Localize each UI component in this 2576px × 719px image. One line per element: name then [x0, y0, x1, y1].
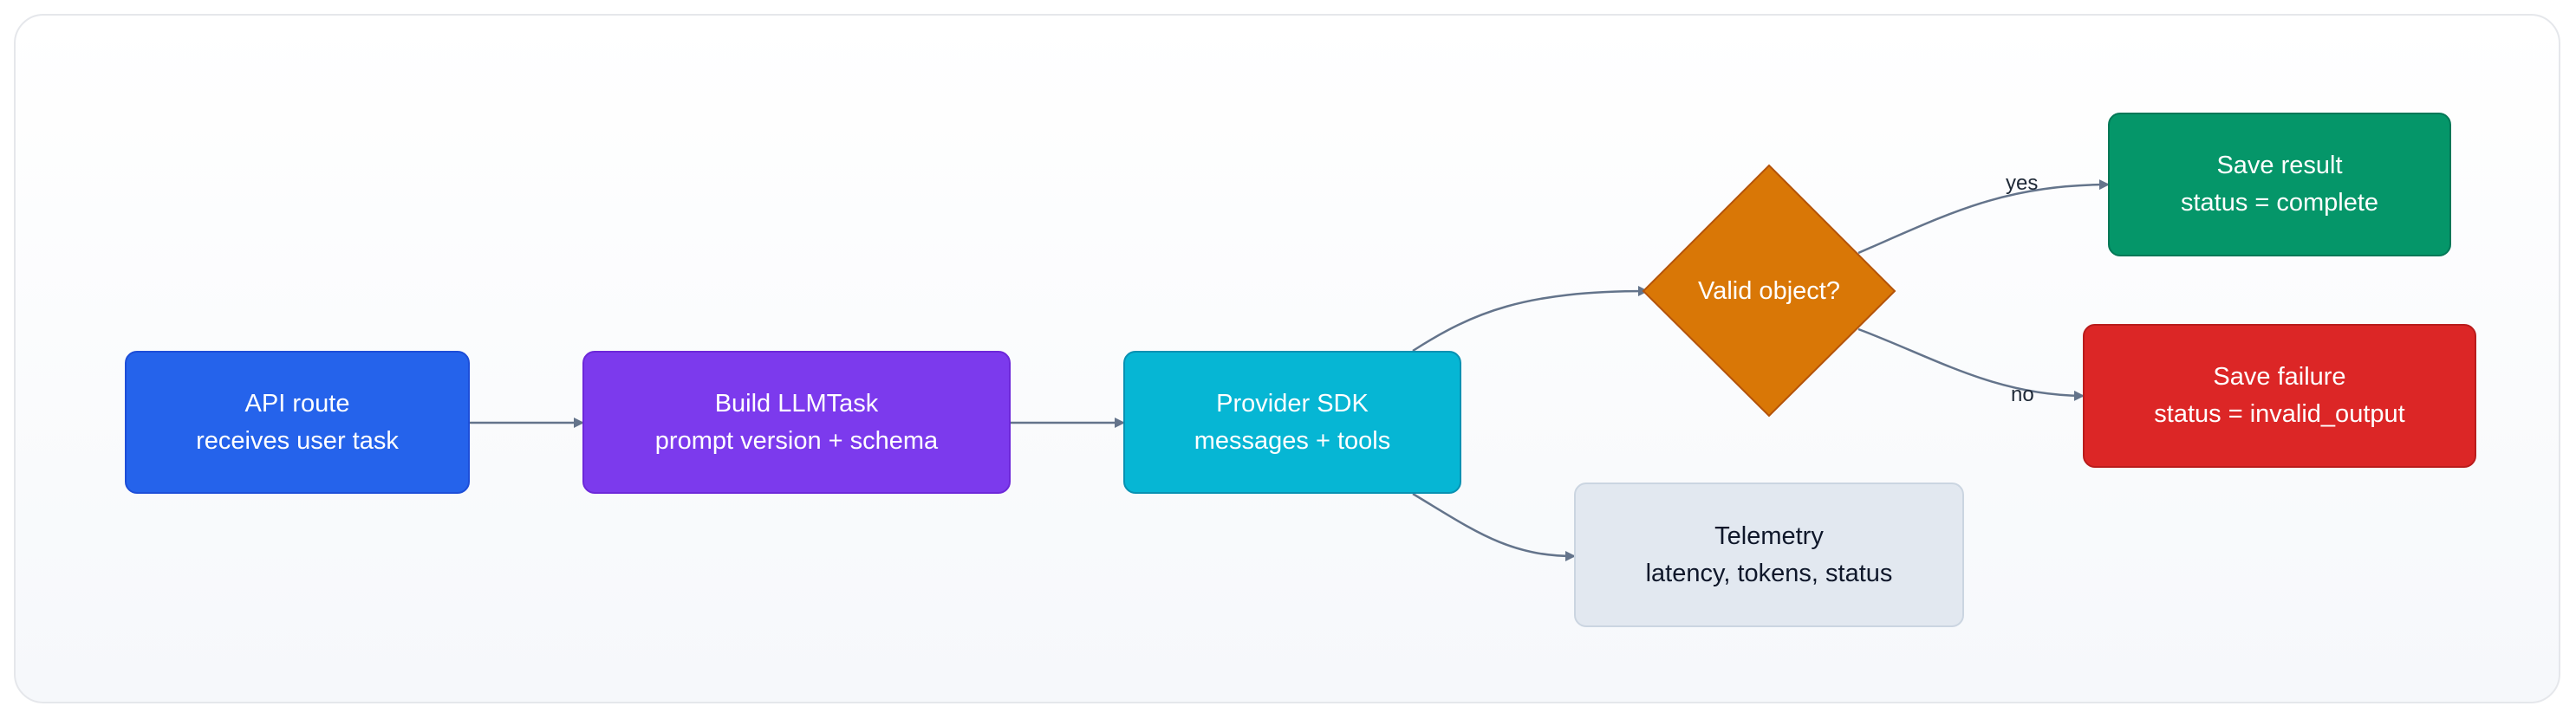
- node-save-result-title: Save result: [2216, 152, 2343, 179]
- node-build-llmtask: Build LLMTask prompt version + schema: [582, 351, 1011, 494]
- edge-label-no: no: [2011, 383, 2034, 406]
- node-save-failure: Save failure status = invalid_output: [2083, 324, 2476, 468]
- node-provider-sdk-subtitle: messages + tools: [1194, 426, 1391, 455]
- node-save-failure-title: Save failure: [2213, 363, 2346, 391]
- node-build-llmtask-subtitle: prompt version + schema: [654, 426, 939, 455]
- decision-diamond: [1642, 164, 1896, 418]
- node-build-llmtask-title: Build LLMTask: [714, 389, 879, 418]
- node-save-result-subtitle: status = complete: [2180, 189, 2379, 217]
- edge-sdk-to-decision: [1412, 286, 1649, 353]
- node-save-failure-subtitle: status = invalid_output: [2154, 400, 2405, 428]
- edge-label-yes: yes: [2006, 172, 2039, 195]
- node-api-route-title: API route: [244, 389, 350, 418]
- edge-decision-yes: [1857, 179, 2110, 255]
- node-save-result: Save result status = complete: [2108, 113, 2451, 256]
- node-provider-sdk-title: Provider SDK: [1216, 389, 1369, 418]
- decision-label: Valid object?: [1698, 276, 1840, 305]
- node-api-route: API route receives user task: [125, 351, 470, 494]
- node-provider-sdk: Provider SDK messages + tools: [1123, 351, 1461, 494]
- node-api-route-subtitle: receives user task: [196, 426, 399, 455]
- edge-decision-no: [1857, 327, 2085, 401]
- node-telemetry: Telemetry latency, tokens, status: [1574, 483, 1964, 627]
- node-telemetry-title: Telemetry: [1714, 521, 1824, 550]
- edge-sdk-to-telemetry: [1412, 492, 1576, 561]
- node-telemetry-subtitle: latency, tokens, status: [1645, 559, 1893, 587]
